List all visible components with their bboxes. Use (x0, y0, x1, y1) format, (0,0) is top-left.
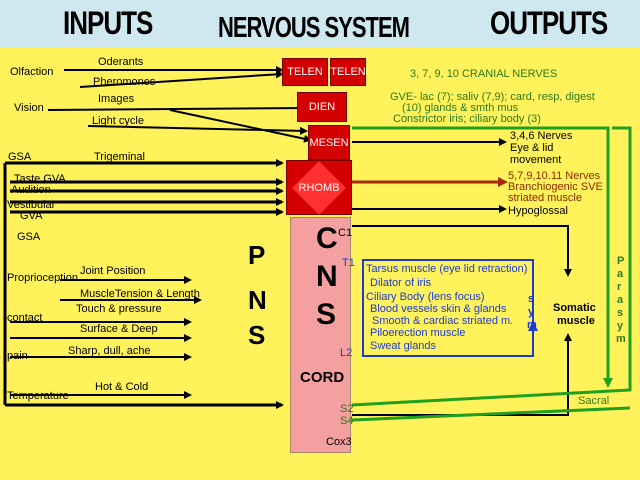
level-t1: T1 (342, 257, 355, 269)
input-surface-deep: Surface & Deep (80, 323, 158, 335)
pns-letter-p: P (248, 240, 266, 270)
somatic-input-arrows (10, 276, 202, 399)
input-audition: Audition (11, 184, 51, 196)
pns-letter-s: S (248, 320, 266, 350)
sym-item-4: Blood vessels skin & glands (370, 303, 507, 315)
input-contact: contact (7, 312, 43, 324)
level-c1: C1 (338, 227, 353, 239)
input-pain: pain (7, 350, 28, 362)
diagram-title: NERVOUS SYSTEM (218, 11, 410, 44)
input-sharp-dull: Sharp, dull, ache (68, 345, 151, 357)
input-trigeminal: Trigeminal (94, 151, 145, 163)
gsa-bracket (3, 163, 284, 409)
sym-item-1: Tarsus muscle (eye lid retraction) (366, 263, 528, 275)
parasym-letter-7: m (616, 333, 626, 345)
mesen-box: MESEN (308, 125, 350, 160)
spinal-cord-box (290, 217, 351, 453)
input-olfaction: Olfaction (10, 66, 54, 78)
input-vestibular: Vestibular (7, 199, 56, 211)
cord-label: CORD (300, 369, 345, 386)
special-sense-arrows (10, 178, 284, 216)
output-eye-line1: 3,4,6 Nerves (510, 130, 573, 142)
parasym-letter-6: y (617, 320, 624, 332)
sympathetic-outflow (362, 259, 538, 357)
parasym-letter-4: a (617, 294, 624, 306)
input-light-cycle: Light cycle (92, 115, 144, 127)
input-temperature: Temperature (7, 390, 69, 402)
output-gve-line2: (10) glands & smth mus (402, 102, 519, 114)
output-eye-line2: Eye & lid (510, 142, 554, 154)
input-joint-position: Joint Position (80, 265, 146, 277)
cns-letter-c: C (316, 222, 338, 255)
input-proprioception: Proprioception (7, 272, 78, 284)
input-images: Images (98, 93, 135, 105)
sym-letter-m: m (527, 319, 537, 331)
sym-item-2: Dilator of iris (370, 277, 432, 289)
parasym-letter-2: a (617, 268, 624, 280)
sym-item-6: Piloerection muscle (370, 327, 466, 339)
level-cox3: Cox3 (326, 436, 352, 448)
telen-left-box: TELEN (282, 58, 328, 86)
somatic-motor-arrows (352, 225, 572, 416)
telen-right-box: TELEN (330, 58, 366, 86)
parasym-letter-5: s (617, 307, 624, 319)
pns-letter-n: N (248, 285, 267, 315)
input-pheromones: Pheromones (93, 76, 156, 88)
output-branch-line3: striated muscle (508, 192, 582, 204)
sym-letter-s: s (528, 293, 535, 305)
vision-arrows (47, 104, 312, 143)
output-gve-line3: Constrictor iris; ciliary body (3) (393, 113, 541, 125)
level-l2: L2 (340, 347, 353, 359)
input-gsa-top: GSA (8, 151, 32, 163)
output-gve-line1: GVE- lac (7); saliv (7,9); card, resp, d… (390, 91, 595, 103)
output-hypoglossal: Hypoglossal (508, 205, 568, 217)
rhomb-label: RHOMB (298, 181, 340, 194)
output-cranial-nerves: 3, 7, 9, 10 CRANIAL NERVES (410, 68, 558, 80)
inputs-heading: INPUTS (63, 4, 153, 42)
level-s2: S2 (340, 403, 354, 415)
sym-item-3: Ciliary Body (lens focus) (366, 291, 485, 303)
header-band (0, 0, 640, 47)
mesen-green-pathway (352, 126, 613, 388)
olfaction-arrows (64, 66, 284, 88)
rhomb-box: RHOMB (286, 160, 352, 215)
input-vision: Vision (14, 102, 44, 114)
parasym-letter-1: P (617, 255, 625, 267)
sym-item-7: Sweat glands (370, 340, 437, 352)
output-branch-line2: Branchiogenic SVE (508, 181, 603, 193)
output-sacral: Sacral (578, 395, 610, 407)
output-somatic-line1: Somatic (553, 302, 596, 314)
dien-box: DIEN (297, 92, 347, 122)
input-gva: GVA (20, 210, 43, 222)
output-somatic-line2: muscle (557, 315, 595, 327)
input-hot-cold: Hot & Cold (95, 381, 149, 393)
level-s4: S4 (340, 415, 354, 427)
input-gsa-mid: GSA (17, 231, 41, 243)
sym-item-5: Smooth & cardiac striated m. (372, 315, 514, 327)
sym-letter-y: y (528, 306, 535, 318)
input-touch-pressure: Touch & pressure (76, 303, 162, 315)
input-muscle-tension: MuscleTension & Length (80, 288, 200, 300)
input-oderants: Oderants (98, 56, 144, 68)
input-taste-gva: Taste GVA (14, 173, 66, 185)
sacral-green-pathway (351, 126, 632, 422)
output-branch-line1: 5,7,9,10.11 Nerves (508, 170, 601, 182)
cns-letter-n: N (316, 260, 338, 293)
outputs-heading: OUTPUTS (490, 4, 608, 42)
cns-letter-s: S (316, 298, 337, 331)
parasym-letter-3: r (617, 281, 622, 293)
output-eye-line3: movement (510, 154, 562, 166)
